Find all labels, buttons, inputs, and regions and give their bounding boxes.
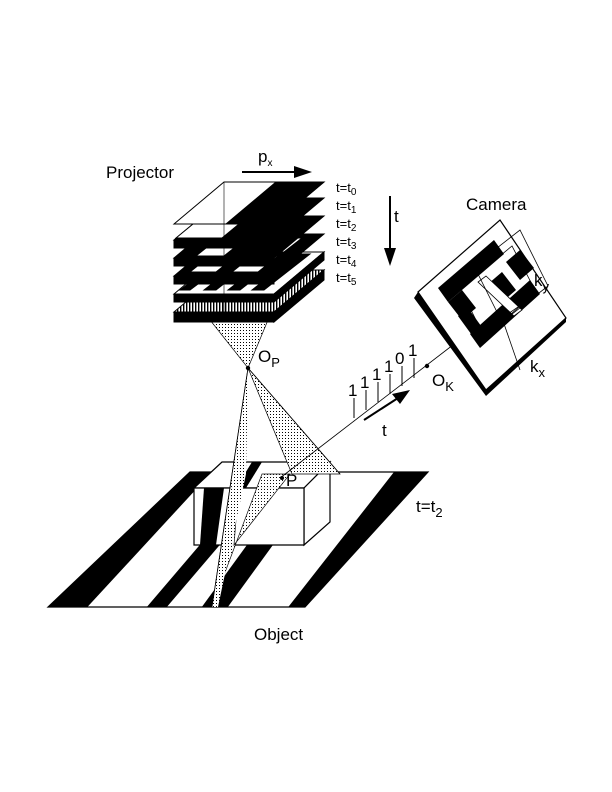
time-step-2: t=t2: [336, 216, 357, 234]
time-step-3: t=t3: [336, 234, 357, 252]
t-camera-label: t: [382, 421, 387, 440]
camera-sensor: [414, 219, 567, 396]
projector-pattern-stack: [172, 181, 326, 324]
op-label: OP: [258, 347, 280, 370]
projector-label: Projector: [106, 163, 174, 182]
bit-digit: 0: [395, 349, 404, 368]
s-point-label: s: [496, 310, 503, 325]
time-step-4: t=t4: [336, 252, 357, 270]
ok-label: OK: [432, 371, 454, 394]
bit-digit: 1: [408, 341, 417, 360]
object-label: Object: [254, 625, 303, 644]
t-projector-label: t: [394, 207, 399, 226]
bit-digit: 1: [348, 381, 357, 400]
bit-digit: 1: [372, 365, 381, 384]
t-camera-arrow: [363, 390, 410, 421]
time-step-5: t=t5: [336, 270, 357, 288]
time-step-labels: t=t0 t=t1 t=t2 t=t3 t=t4 t=t5: [336, 180, 357, 288]
bit-code-ticks: [353, 358, 415, 418]
bit-digit: 1: [384, 357, 393, 376]
ky-label: ky: [534, 271, 550, 294]
kx-label: kx: [530, 357, 546, 380]
time-step-1: t=t1: [336, 198, 357, 216]
camera-label: Camera: [466, 195, 527, 214]
camera-center-point: [424, 363, 430, 369]
time-step-0: t=t0: [336, 180, 357, 198]
px-arrow: [242, 166, 312, 178]
px-label: px: [258, 147, 272, 169]
t-projector-arrow: [384, 196, 396, 266]
projector-center-point: [245, 365, 251, 371]
p-point-label: P: [286, 471, 297, 490]
image-point: [500, 316, 504, 320]
bit-digit: 1: [360, 373, 369, 392]
surface-point: [280, 476, 284, 480]
bit-code-digits: 1 1 1 1 0 1: [348, 341, 417, 400]
camera-ray: [279, 337, 463, 479]
t-object-label: t=t2: [416, 497, 443, 520]
